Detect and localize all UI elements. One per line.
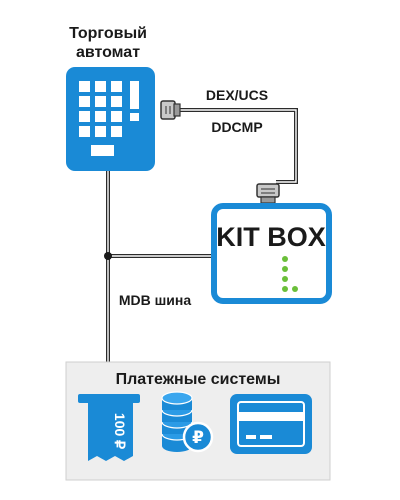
vending-machine: Торговый автомат <box>66 25 155 171</box>
kit-box-frame <box>211 203 332 304</box>
vending-grid <box>79 81 139 156</box>
protocol-label-dex: DEX/UCS <box>206 87 268 103</box>
kit-box-label: KIT BOX <box>216 222 326 252</box>
banknote-icon: 100 ₽ <box>78 394 140 461</box>
coins-icon: ₽ <box>161 391 214 453</box>
mdb-bus-label: MDB шина <box>119 292 192 308</box>
status-led-icon <box>282 256 298 292</box>
payment-systems-panel: Платежные системы 100 ₽ ₽ <box>65 361 331 481</box>
db-connector-icon <box>256 183 280 204</box>
payment-systems-title: Платежные системы <box>116 371 281 388</box>
db-connector-icon <box>160 100 181 120</box>
vending-machine-title-line2: автомат <box>76 44 140 61</box>
banknote-value: 100 ₽ <box>112 413 128 449</box>
coin-ruble-symbol: ₽ <box>192 428 204 448</box>
bus-junction <box>104 252 112 260</box>
vending-machine-title-line1: Торговый <box>69 25 147 42</box>
credit-card-icon <box>230 394 312 454</box>
kit-box: KIT BOX <box>211 203 332 304</box>
protocol-label-ddcmp: DDCMP <box>211 119 262 135</box>
connection-lines <box>106 108 298 362</box>
